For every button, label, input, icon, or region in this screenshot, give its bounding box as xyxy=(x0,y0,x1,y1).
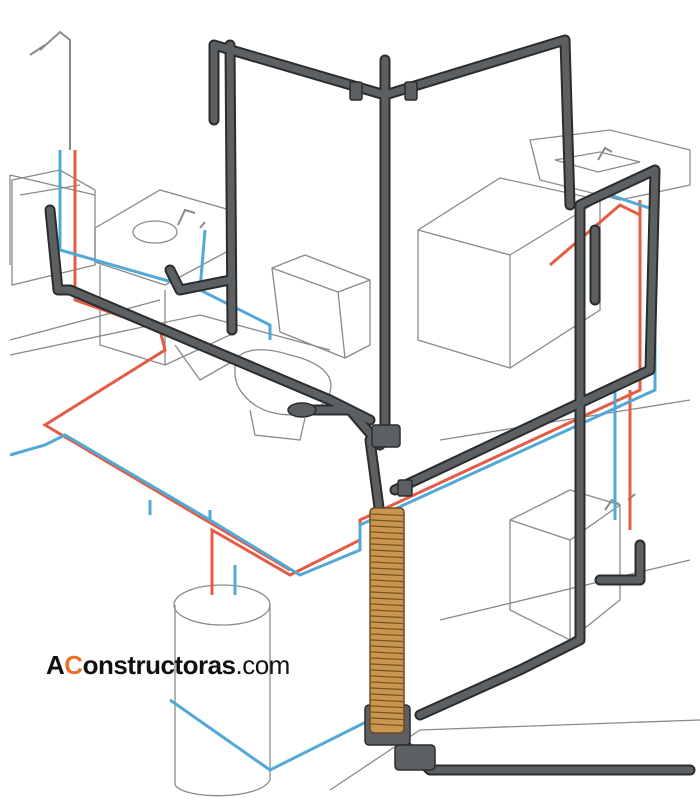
kitchen-faucet-outline xyxy=(597,146,613,161)
corrugation-rib xyxy=(370,555,404,559)
bathroom-floor-outline xyxy=(9,174,331,356)
corrugation-rib xyxy=(370,627,404,631)
kitchen-sink-outline xyxy=(554,151,641,173)
corrugation-rib xyxy=(370,621,404,625)
watermark-prefix: A xyxy=(46,650,65,680)
laundry-drain xyxy=(596,541,644,584)
corrugation-rib xyxy=(370,711,404,715)
fitting-vent-tee-left xyxy=(349,81,363,101)
hot-water-branch-bathroom xyxy=(42,150,291,572)
corrugation-rib xyxy=(370,675,404,679)
corrugated-stack xyxy=(369,507,405,734)
corrugation-rib xyxy=(370,603,404,607)
watermark-highlight: C xyxy=(64,650,83,680)
corrugation-rib xyxy=(370,585,404,589)
vent-loop-upper xyxy=(210,36,574,209)
water-heater-top xyxy=(173,584,271,626)
hot-water-lines xyxy=(42,150,642,595)
corrugation-rib xyxy=(370,549,404,553)
corrugation-rib xyxy=(370,579,404,583)
stack-offset xyxy=(366,436,384,519)
bathroom-sink-basin xyxy=(132,220,178,244)
corrugation-rib xyxy=(370,597,404,601)
corrugation-rib xyxy=(370,699,404,703)
corrugation-rib xyxy=(370,537,404,541)
toilet-flange xyxy=(287,402,317,418)
corrugation-rib xyxy=(370,609,404,613)
tub-faucet-outline xyxy=(29,30,71,150)
fixtures xyxy=(9,30,700,797)
drain-vent-pipes xyxy=(44,34,696,776)
cold-water-kitchen xyxy=(609,193,656,212)
corrugation-rib xyxy=(370,681,404,685)
fitting-kitchen-tee xyxy=(397,479,413,497)
bathroom-faucet-outline xyxy=(177,208,206,229)
watermark-middle: onstructoras xyxy=(82,650,236,680)
corrugation-rib xyxy=(370,693,404,697)
kitchen-cabinet-outline xyxy=(417,177,601,369)
vent-riser-bathroom xyxy=(226,41,236,334)
corrugation-rib xyxy=(370,591,404,595)
corrugation-rib xyxy=(370,657,404,661)
corrugation-rib xyxy=(370,513,404,517)
sink-trap-drain xyxy=(166,266,234,294)
corrugation-rib xyxy=(370,543,404,547)
hot-water-kitchen xyxy=(549,203,641,267)
water-heater-outline xyxy=(174,605,271,797)
corrugation-rib xyxy=(370,705,404,709)
corrugation-rib xyxy=(370,519,404,523)
corrugation-rib xyxy=(370,717,404,721)
basement-wall-outline xyxy=(329,399,700,791)
fitting-vent-tee-right xyxy=(404,81,418,101)
toilet-tank-outline xyxy=(271,254,371,359)
cold-water-heater-feed xyxy=(169,565,371,772)
corrugation-rib xyxy=(370,639,404,643)
corrugated-stack-body xyxy=(369,507,405,734)
site-watermark: AConstructoras.com xyxy=(46,650,290,681)
corrugation-rib xyxy=(370,651,404,655)
corrugation-rib xyxy=(370,531,404,535)
corrugation-rib xyxy=(370,573,404,577)
toilet-bowl-outline xyxy=(234,349,332,441)
fitting-stack-wye xyxy=(371,424,401,448)
watermark-suffix: .com xyxy=(235,650,290,680)
kitchen-counter-outline xyxy=(529,129,691,201)
corrugation-rib xyxy=(370,663,404,667)
corrugation-rib xyxy=(370,615,404,619)
laundry-tub-outline xyxy=(509,489,621,641)
corrugation-rib xyxy=(370,561,404,565)
corrugated-stack-ribs xyxy=(370,513,404,727)
corrugation-rib xyxy=(370,669,404,673)
corrugation-rib xyxy=(370,567,404,571)
fitting-sewer-cleanout xyxy=(394,744,436,771)
corrugation-rib xyxy=(370,687,404,691)
corrugation-rib xyxy=(370,723,404,727)
cold-water-branch-bathroom xyxy=(58,150,272,340)
corrugation-rib xyxy=(370,633,404,637)
corrugation-rib xyxy=(370,525,404,529)
bathroom-branch-drain xyxy=(46,206,374,424)
corrugation-rib xyxy=(370,645,404,649)
kitchen-drain-vent xyxy=(391,166,659,719)
